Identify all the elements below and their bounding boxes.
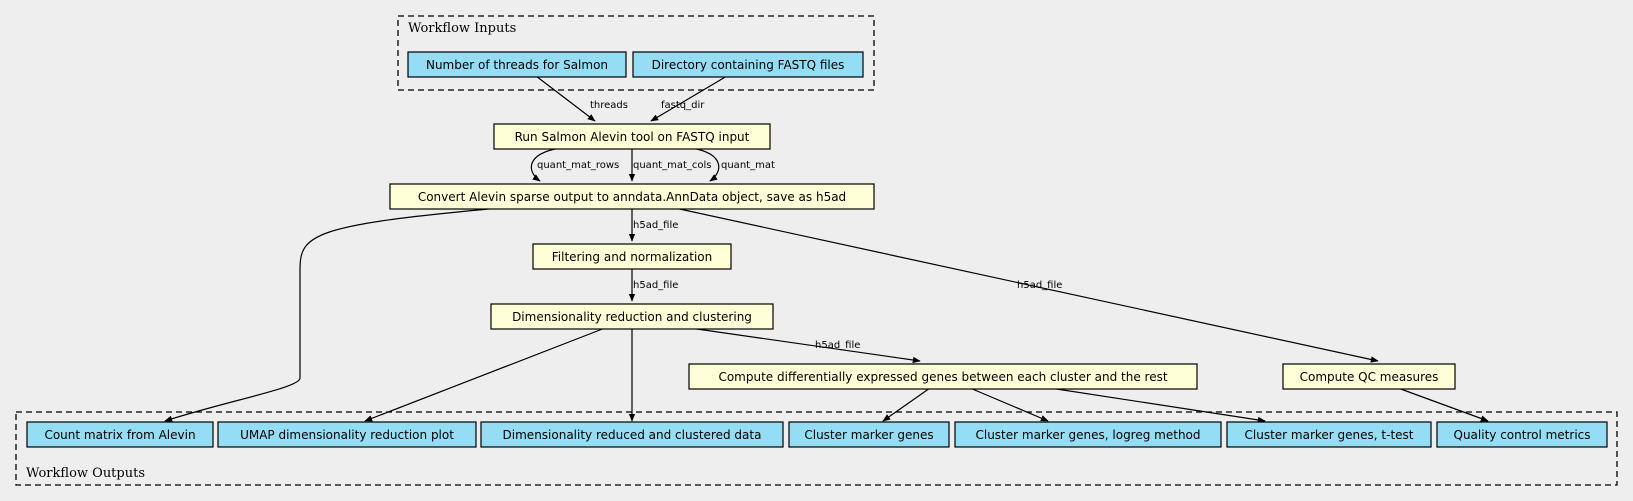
edge-fastq-dir [650, 75, 728, 122]
edge-quant-mat [691, 147, 720, 182]
edge-threads [535, 75, 596, 122]
edge-logreg [969, 387, 1049, 422]
output-cluster-marker-genes[interactable]: Cluster marker genes [788, 421, 950, 448]
step-convert-alevin[interactable]: Convert Alevin sparse output to anndata.… [389, 183, 875, 210]
edge-count-matrix [164, 207, 501, 422]
workflow-outputs-cluster: Workflow Outputs [15, 411, 1618, 486]
output-ttest-markers-label: Cluster marker genes, t-test [1245, 428, 1414, 442]
edge-label-quant-mat-cols: quant_mat_cols [633, 160, 711, 171]
output-umap-plot-label: UMAP dimensionality reduction plot [240, 428, 454, 442]
output-umap-plot[interactable]: UMAP dimensionality reduction plot [217, 421, 477, 448]
step-filtering-normalization[interactable]: Filtering and normalization [532, 243, 732, 270]
workflow-inputs-cluster: Workflow Inputs [397, 15, 875, 91]
step-convert-alevin-label: Convert Alevin sparse output to anndata.… [418, 190, 846, 204]
edge-label-threads: threads [590, 100, 628, 111]
output-ttest-markers[interactable]: Cluster marker genes, t-test [1226, 421, 1432, 448]
output-count-matrix[interactable]: Count matrix from Alevin [26, 421, 214, 448]
edge-label-h5ad-dimred: h5ad_file [633, 280, 678, 291]
edge-qc-metrics [1397, 387, 1489, 422]
input-fastq-directory[interactable]: Directory containing FASTQ files [632, 51, 864, 78]
step-dimensionality-reduction[interactable]: Dimensionality reduction and clustering [490, 303, 774, 330]
edge-label-quant-mat: quant_mat [721, 160, 775, 171]
edge-ttest [1049, 387, 1266, 424]
edge-h5ad-dge [689, 327, 921, 364]
output-qc-metrics[interactable]: Quality control metrics [1436, 421, 1608, 448]
edge-label-h5ad-dge: h5ad_file [815, 340, 860, 351]
edges [164, 75, 1489, 424]
edge-umap [364, 327, 606, 422]
step-compute-dge-label: Compute differentially expressed genes b… [718, 370, 1167, 384]
step-run-salmon-alevin[interactable]: Run Salmon Alevin tool on FASTQ input [493, 123, 771, 150]
step-filtering-normalization-label: Filtering and normalization [552, 250, 713, 264]
output-qc-metrics-label: Quality control metrics [1454, 428, 1591, 442]
output-count-matrix-label: Count matrix from Alevin [44, 428, 195, 442]
input-number-of-threads-label: Number of threads for Salmon [426, 58, 608, 72]
output-logreg-markers-label: Cluster marker genes, logreg method [975, 428, 1200, 442]
output-dimred-data[interactable]: Dimensionality reduced and clustered dat… [480, 421, 784, 448]
workflow-outputs-label: Workflow Outputs [26, 466, 145, 481]
step-compute-dge[interactable]: Compute differentially expressed genes b… [688, 363, 1198, 390]
output-logreg-markers[interactable]: Cluster marker genes, logreg method [954, 421, 1222, 448]
edge-label-fastq-dir: fastq_dir [661, 100, 705, 111]
output-cluster-marker-genes-label: Cluster marker genes [804, 428, 933, 442]
edge-cluster-markers [882, 387, 931, 422]
edge-label-h5ad-qc: h5ad_file [1017, 280, 1062, 291]
workflow-inputs-label: Workflow Inputs [408, 21, 516, 36]
edge-label-quant-mat-rows: quant_mat_rows [537, 160, 619, 171]
input-fastq-directory-label: Directory containing FASTQ files [652, 58, 845, 72]
edge-h5ad-qc [674, 207, 1379, 363]
step-dimensionality-reduction-label: Dimensionality reduction and clustering [512, 310, 752, 324]
output-dimred-data-label: Dimensionality reduced and clustered dat… [503, 428, 762, 442]
input-number-of-threads[interactable]: Number of threads for Salmon [407, 51, 627, 78]
step-run-salmon-alevin-label: Run Salmon Alevin tool on FASTQ input [515, 130, 750, 144]
edge-label-h5ad-filter: h5ad_file [633, 220, 678, 231]
edge-quant-mat-rows [530, 147, 561, 182]
step-compute-qc-label: Compute QC measures [1300, 370, 1439, 384]
edge-labels: threads fastq_dir quant_mat_rows quant_m… [537, 100, 1062, 351]
step-compute-qc[interactable]: Compute QC measures [1282, 363, 1456, 390]
